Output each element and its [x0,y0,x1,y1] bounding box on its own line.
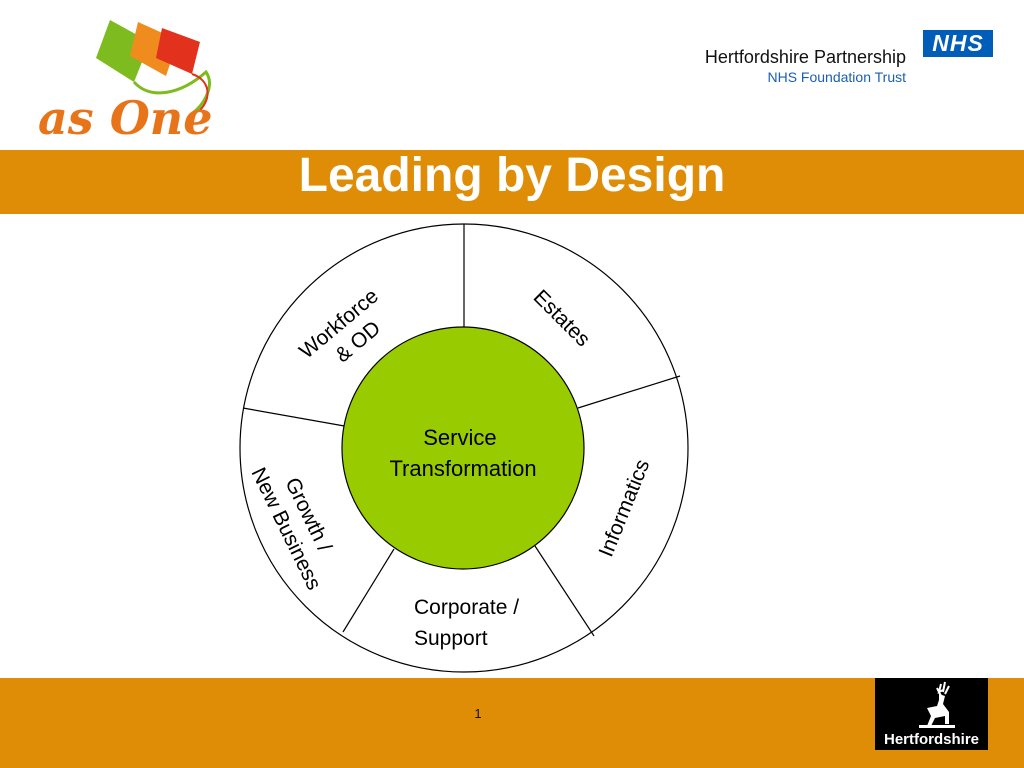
segment-label-corporate-line-1: Corporate / [414,596,519,619]
kite-string-shape-2 [191,73,209,111]
divider-bottom-left [342,548,395,633]
divider-right [577,375,681,409]
organisation-subtitle: NHS Foundation Trust [767,68,906,85]
page-number: 1 [474,706,482,721]
as-one-logo-text: as One [38,91,213,145]
segment-label-corporate-line-2: Support [414,627,488,650]
divider-left [242,407,351,428]
center-label-line-1: Service [423,425,496,450]
segment-label-corporate: Corporate / Support [414,596,525,650]
title-band: Leading by Design [0,150,1024,214]
divider-bottom-right [534,545,595,637]
nhs-logo: NHS [923,30,993,57]
center-label-line-2: Transformation [389,456,536,481]
kite-string-shape [132,69,211,117]
organisation-name: Hertfordshire Partnership [704,47,906,67]
kite-red-shape [156,28,200,74]
center-label: Service Transformation [389,425,536,481]
stag-icon [919,681,955,728]
organisation-name-block: Hertfordshire Partnership NHS Foundation… [705,46,906,86]
as-one-logo: as One [38,20,213,145]
page-title: Leading by Design [298,149,726,202]
footer-band: 1 Hertfordshire [0,678,1024,768]
center-hub [341,326,585,570]
hertfordshire-logo: Hertfordshire [875,678,988,750]
hertfordshire-logo-text: Hertfordshire [883,731,980,748]
